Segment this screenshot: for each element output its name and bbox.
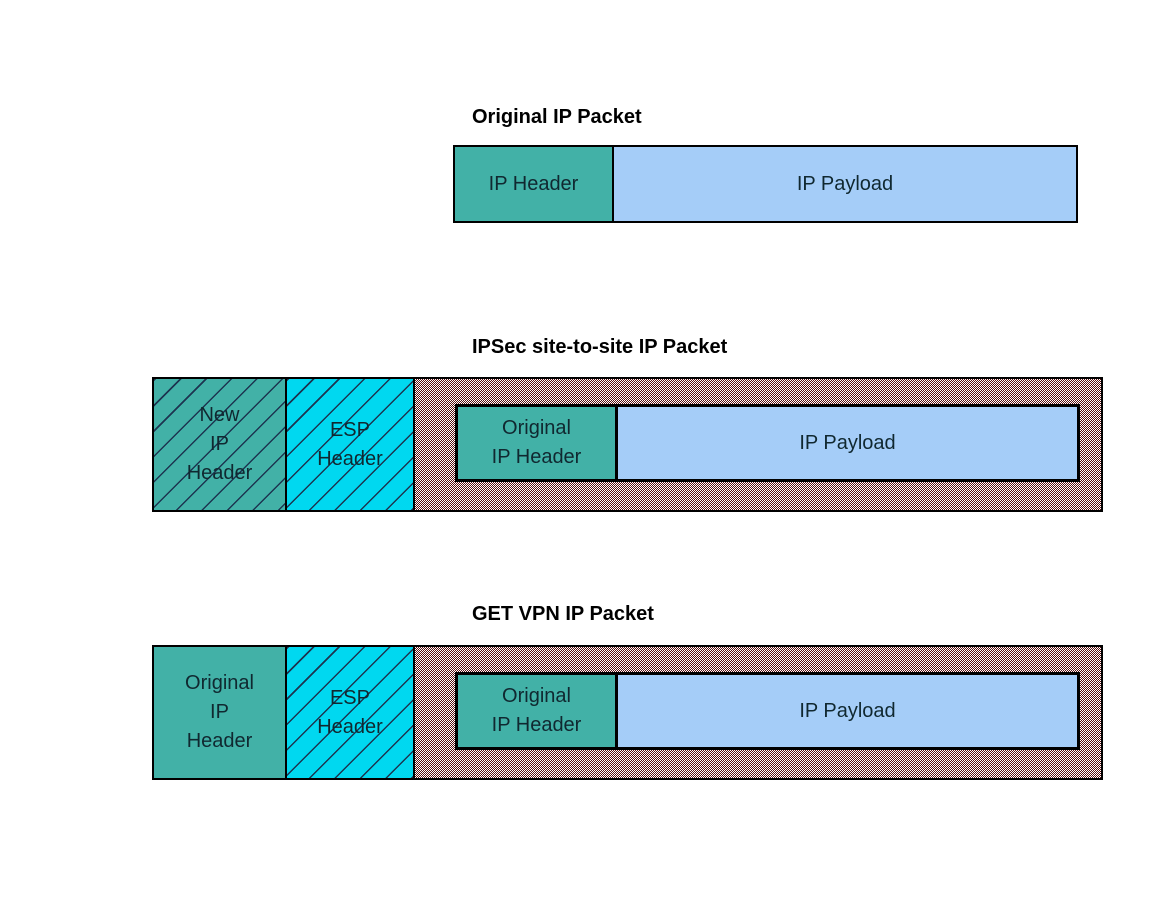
original-ip-packet-box: IP Header IP Payload [453,145,1078,223]
segment-original-ip-header: Original IP Header [458,675,618,747]
segment-original-ip-header: Original IP Header [458,407,618,479]
get-vpn-packet-box: Original IP Header ESP Header Original I… [152,645,1103,780]
original-ip-packet-title: Original IP Packet [472,106,642,128]
encrypted-payload-region: Original IP Header IP Payload [415,379,1101,510]
segment-esp-header: ESP Header [287,647,415,778]
segment-ip-header: IP Header [455,147,614,221]
segment-esp-header: ESP Header [287,379,415,510]
ipsec-packet-box: New IP Header ESP Header Original IP Hea… [152,377,1103,512]
segment-new-ip-header: New IP Header [154,379,287,510]
ipsec-site-to-site-title: IPSec site-to-site IP Packet [472,336,728,358]
encapsulated-original-packet-box: Original IP Header IP Payload [455,672,1080,750]
segment-ip-payload: IP Payload [618,407,1077,479]
segment-original-ip-header-outer: Original IP Header [154,647,287,778]
encapsulated-original-packet-box: Original IP Header IP Payload [455,404,1080,482]
encrypted-payload-region: Original IP Header IP Payload [415,647,1101,778]
segment-ip-payload: IP Payload [614,147,1076,221]
segment-ip-payload: IP Payload [618,675,1077,747]
get-vpn-packet-title: GET VPN IP Packet [472,603,654,625]
